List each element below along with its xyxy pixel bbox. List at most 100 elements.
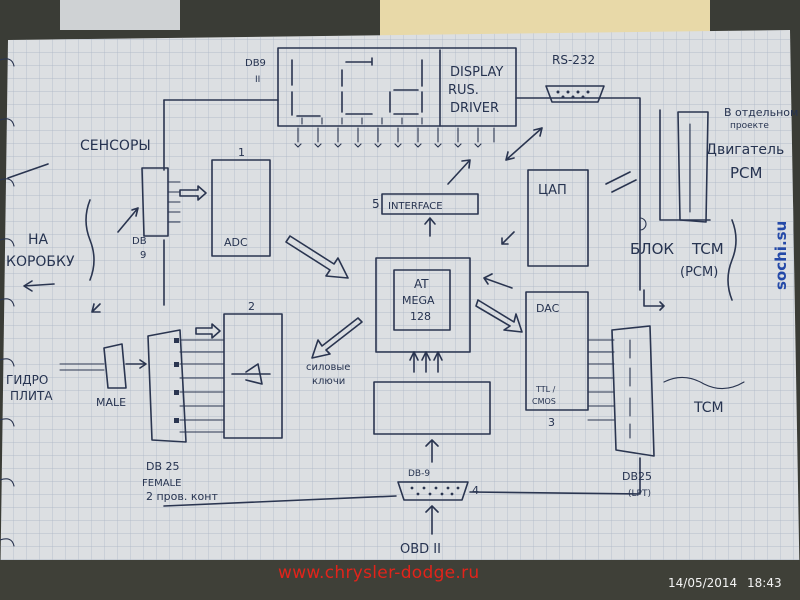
arrow-adc-to-mcu xyxy=(285,235,349,279)
transistor-symbol xyxy=(231,363,271,385)
mcu-label-at: AT xyxy=(414,277,429,291)
to-box-arrow xyxy=(23,280,55,292)
sensors-label: СЕНСОРЫ xyxy=(80,138,151,154)
interface-block xyxy=(381,193,479,215)
hydro-label-1: ГИДРО xyxy=(6,373,48,387)
arrow-dac-mcu-top xyxy=(483,273,513,289)
obd-label: OBD II xyxy=(400,542,441,557)
block-4 xyxy=(373,381,491,435)
photo-date: 14/05/2014 xyxy=(668,576,738,590)
engine-label: Двигатель xyxy=(706,142,784,158)
keys-label-2: ключи xyxy=(312,376,345,387)
db9-left-sublabel: 9 xyxy=(140,250,146,261)
arrow-tsap-mcu xyxy=(501,231,515,245)
display-pins xyxy=(294,117,495,148)
interface-number: 5 xyxy=(372,197,380,211)
power-keys-block xyxy=(223,313,283,439)
two-wire-label: 2 пров. конт xyxy=(146,490,218,503)
db9-bottom-label: DB-9 xyxy=(408,469,430,479)
db9-top-sublabel: II xyxy=(255,75,260,85)
rs232-connector xyxy=(545,85,605,103)
db9-left-pins xyxy=(167,181,181,223)
ttl-label: TTL / xyxy=(535,385,556,394)
arrow-db9-to-block4 xyxy=(425,439,439,463)
db9-left-connector xyxy=(141,167,169,237)
arrow-obd-up xyxy=(425,505,439,535)
pcm-bracket xyxy=(659,109,711,221)
display-block xyxy=(277,47,517,127)
adc-label: ADC xyxy=(224,236,248,249)
lpt-label: (LPT) xyxy=(628,489,651,499)
to-box-line2: КОРОБКУ xyxy=(6,254,75,270)
arrowheads-4-to-mcu xyxy=(409,351,443,361)
side-blue-text: sochi.su xyxy=(772,221,790,290)
arrow-mcu-to-dac xyxy=(475,299,523,333)
mcu-label-mega: MEGA xyxy=(402,294,435,307)
tcm-label: TCM xyxy=(693,400,724,416)
db25-right-label: DB25 xyxy=(622,470,652,483)
block4-number: 4 xyxy=(472,484,479,497)
rs232-label: RS-232 xyxy=(552,53,595,67)
dac-label: DAC xyxy=(536,302,560,315)
adc-block xyxy=(211,159,271,257)
keys-label-1: силовые xyxy=(306,362,350,373)
arrow-to-adc xyxy=(179,185,207,201)
brace xyxy=(85,199,95,281)
mcu-outer xyxy=(375,257,471,353)
tcm-cable xyxy=(663,376,745,390)
block-label: БЛОК xyxy=(630,240,674,258)
sensors-line xyxy=(7,163,49,179)
arrow-to-tcm xyxy=(643,289,665,311)
arrows-tsap-pcm xyxy=(605,171,637,193)
spiral-binding xyxy=(0,58,15,547)
desk-bottom xyxy=(0,560,800,600)
block2-number: 2 xyxy=(248,300,255,313)
seven-segment-digits xyxy=(291,57,423,117)
arrow-to-block2 xyxy=(195,323,221,339)
photo-time: 18:43 xyxy=(747,576,782,590)
db25-left-label: DB 25 xyxy=(146,460,180,473)
hydro-wires xyxy=(59,363,105,371)
mcu-label-128: 128 xyxy=(410,310,431,323)
arrow-male-to-db25 xyxy=(125,359,147,369)
grid-lines xyxy=(0,30,800,600)
female-label: FEMALE xyxy=(142,478,181,489)
note-line2: проекте xyxy=(730,121,769,131)
male-connector xyxy=(103,343,127,389)
block-tcm-label: TCM xyxy=(691,240,724,258)
db25-left-wires xyxy=(174,338,225,433)
sensors-arrow xyxy=(117,207,139,233)
object-above-paper xyxy=(380,0,710,38)
watermark-url: www.chrysler-dodge.ru xyxy=(278,563,480,583)
bottom-left-wire xyxy=(163,495,397,507)
brace-right xyxy=(727,219,737,301)
arrow-to-interface xyxy=(424,217,436,237)
db9-left-label: DB xyxy=(132,236,147,247)
adc-number: 1 xyxy=(238,146,245,159)
dac-block xyxy=(525,291,589,411)
dac-number: 3 xyxy=(548,416,555,429)
db25-right-wires xyxy=(587,339,631,439)
tsap-label: ЦАП xyxy=(538,183,567,198)
db25-right-connector xyxy=(611,325,655,457)
bottom-right-wire xyxy=(469,457,641,495)
rs232-wire xyxy=(515,97,641,291)
db9-bottom-pins xyxy=(410,486,460,496)
arrow-mcu-to-keys xyxy=(311,317,363,359)
arrow-interface-to-display xyxy=(447,159,471,185)
display-title: DISPLAY xyxy=(450,65,503,80)
tsap-block xyxy=(527,169,589,267)
db25-left-connector xyxy=(147,329,187,443)
arrows-4-to-mcu xyxy=(413,351,439,373)
cmos-label: CMOS xyxy=(532,397,556,406)
db9-bottom-connector xyxy=(397,481,469,501)
to-box-line1: НА xyxy=(28,232,49,248)
object-above-paper-left xyxy=(60,0,180,30)
engine-pcm-label: PCM xyxy=(730,164,762,182)
photo-timestamp: 14/05/2014 18:43 xyxy=(668,576,782,590)
mcu-inner xyxy=(393,269,451,331)
pcm-connector xyxy=(677,111,709,223)
hydro-label-2: ПЛИТА xyxy=(10,389,53,403)
